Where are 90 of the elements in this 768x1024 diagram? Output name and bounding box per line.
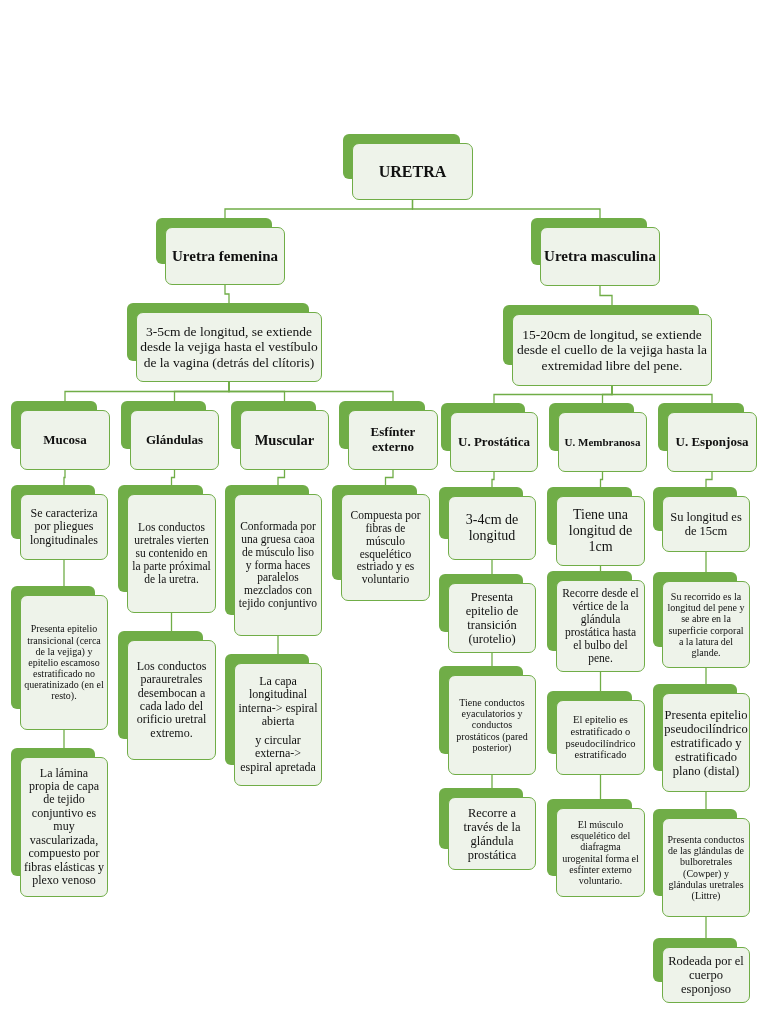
connector-line <box>228 381 394 402</box>
layered-card <box>653 684 750 792</box>
layered-card <box>231 401 329 470</box>
connector-line <box>491 652 493 667</box>
connector-line <box>705 916 707 939</box>
layered-card <box>547 799 645 897</box>
layered-card <box>11 586 108 730</box>
description-text: Se caracteriza por pliegues longitudinales <box>29 506 99 548</box>
description-text: 3-5cm de longitud, se extiende desde la vejiga hasta el vestíbulo de la vagina (detrás del clítoris) <box>140 324 318 370</box>
connector-line <box>611 385 713 404</box>
layered-card <box>439 574 536 653</box>
description-text: Compuesta por fibras de músculo esquelético estriado y es voluntario <box>349 508 422 587</box>
layered-card <box>439 487 536 560</box>
heading-text: Mucosa <box>43 432 87 448</box>
layered-card <box>549 403 647 472</box>
layered-card <box>11 485 108 560</box>
layered-card <box>118 485 216 613</box>
description-text: Presenta epitelio de transición (urotelio) <box>464 590 520 646</box>
description-text: 3-4cm de longitud <box>464 512 520 544</box>
connector-line <box>491 471 495 488</box>
layered-card <box>439 788 536 870</box>
description-text: Recorre desde el vértice de la glándula prostática hasta el bulbo del pene. <box>561 587 640 665</box>
heading-text: U. Membranosa <box>564 435 641 449</box>
connector-line <box>705 471 713 488</box>
layered-card <box>11 748 108 897</box>
description-text: Presenta epitelio pseudocilíndrico estratificado y estratificado plano (distal) <box>664 707 748 778</box>
layered-card <box>127 303 322 382</box>
layered-card <box>339 401 438 470</box>
description-text: Su recorrido es la longitud del pene y se abre en la superficie corporal a la latura del glande. <box>666 590 746 659</box>
heading-text: U. Prostática <box>458 434 530 450</box>
description-text: 15-20cm de longitud, se extiende desde el cuello de la vejiga hasta la extremidad libre del pene. <box>516 327 708 373</box>
heading-text: Uretra masculina <box>544 248 656 265</box>
heading-text: Esfínter externo <box>369 425 417 455</box>
description-text: Su longitud es de 15cm <box>669 510 743 538</box>
layered-card <box>547 691 645 775</box>
connector-line <box>277 635 279 655</box>
heading-text: URETRA <box>378 162 447 181</box>
connector-line <box>277 469 286 486</box>
layered-card <box>653 809 750 917</box>
description-text: Presenta epitelio transicional (cerca de la vejiga) y epitelio escamoso estratificado no queratinizado (en el resto). <box>24 623 104 702</box>
heading-text: Uretra femenina <box>172 247 278 265</box>
layered-card <box>343 134 473 200</box>
connector-line <box>705 667 707 685</box>
connector-line <box>599 565 602 572</box>
layered-card <box>118 631 216 760</box>
heading-text: Muscular <box>254 431 315 449</box>
connector-line <box>491 774 493 789</box>
layered-card <box>11 401 110 470</box>
connector-line <box>705 791 707 810</box>
description-text: Presenta conductos de las glándulas de bulboretrales (Cowper) y glándulas uretrales (Littre) <box>666 833 746 902</box>
connector-line <box>384 469 394 486</box>
description-text: El epitelio es estratificado o pseudocilíndrico estratificado <box>564 714 637 761</box>
layered-card <box>503 305 712 386</box>
connector-line <box>63 469 66 486</box>
layered-card <box>531 218 660 286</box>
description-text: Conformada por una gruesa caoa de músculo liso y forma haces paralelos mezclados con tejido conjuntivo <box>238 519 318 611</box>
layered-card <box>156 218 285 285</box>
connector-line <box>63 729 65 749</box>
layered-card <box>653 572 750 668</box>
connector-line <box>63 559 65 587</box>
layered-card <box>547 487 645 566</box>
description-text: y circular externa-> espiral apretada <box>239 733 317 775</box>
description-text: La lámina propia de capa de tejido conjuntivo es muy vascularizada, compuesto por fibras elásticas y plexo venoso <box>24 766 104 888</box>
layered-card <box>653 938 750 1003</box>
layered-card <box>441 403 538 472</box>
description-text: El músculo esquelético del diafragma urogenital forma el esfínter externo voluntario. <box>561 818 640 887</box>
layered-card <box>121 401 219 470</box>
layered-card <box>439 666 536 775</box>
description-text: Tiene conductos eyaculatorios y conductos prostáticos (pared posterior) <box>455 697 529 753</box>
layered-card <box>332 485 430 601</box>
layered-card <box>653 487 750 552</box>
connector-line <box>491 559 493 575</box>
connector-line <box>224 284 230 304</box>
heading-text: Glándulas <box>145 432 204 448</box>
description-text: Rodeada por el cuerpo esponjoso <box>667 954 745 996</box>
connector-line <box>599 774 602 800</box>
layered-card <box>225 654 322 786</box>
description-text: Tiene una longitud de 1cm <box>567 507 634 555</box>
connector-line <box>705 551 707 573</box>
layered-card <box>658 403 757 472</box>
connector-line <box>599 671 602 692</box>
layered-card <box>225 485 322 636</box>
description-text: La capa longitudinal interna-> espiral abierta <box>238 674 318 729</box>
heading-text: U. Esponjosa <box>675 434 749 450</box>
layered-card <box>547 571 645 672</box>
connector-line <box>599 285 613 306</box>
connector-line <box>411 199 601 219</box>
description-text: Los conductos parauretrales desembocan a cada lado del orificio uretral extremo. <box>135 659 208 741</box>
description-text: Los conductos uretrales vierten su contenido en la parte próximal de la uretra. <box>131 521 212 586</box>
description-text: Recorre a través de la glándula prostática <box>462 805 522 862</box>
